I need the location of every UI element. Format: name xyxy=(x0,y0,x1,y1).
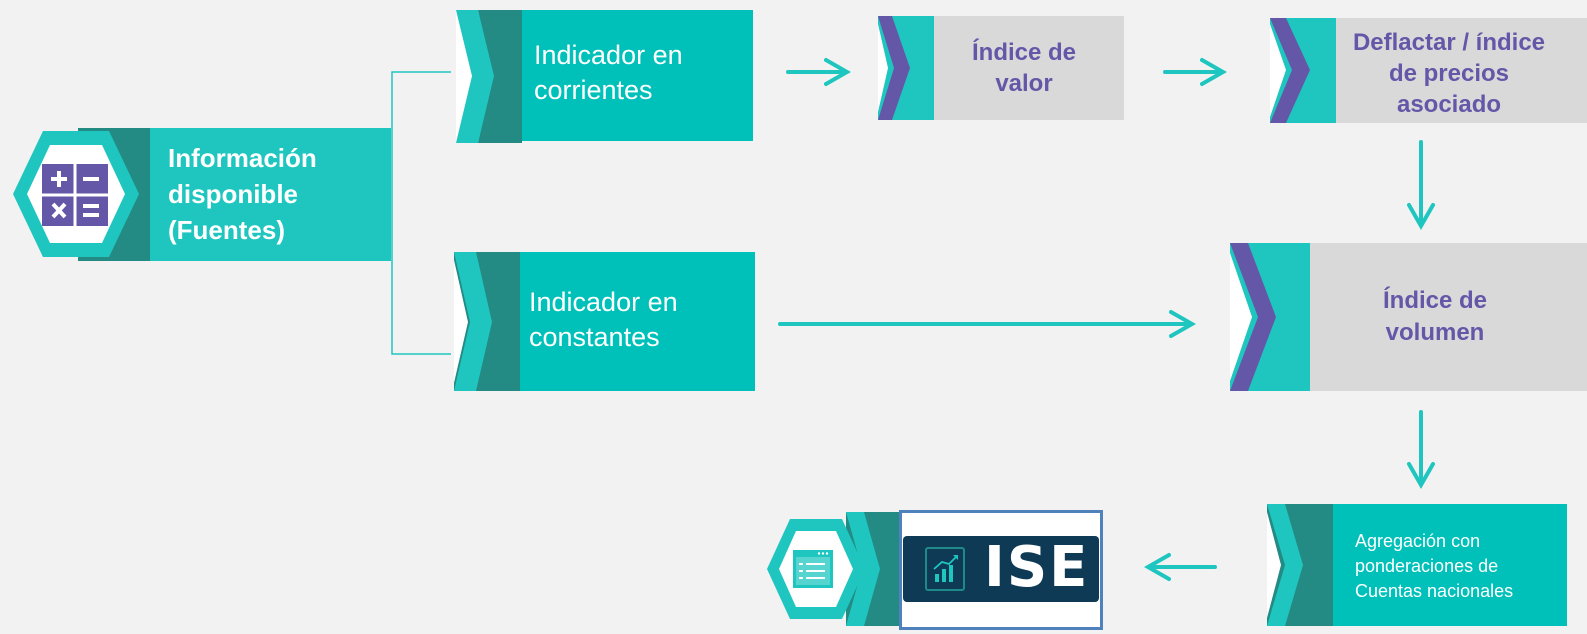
valor-line1: Índice de xyxy=(971,39,1077,66)
informacion-line2: disponible xyxy=(168,179,298,209)
arrow-deflactar-to-volumen xyxy=(1407,140,1435,231)
arrow-constantes-to-volumen xyxy=(778,310,1197,338)
volumen-line2: volumen xyxy=(1385,319,1485,346)
deflactar-chevron xyxy=(1270,18,1336,123)
chart-icon xyxy=(925,547,965,591)
informacion-label: Información disponible (Fuentes) xyxy=(168,140,317,248)
volumen-line1: Índice de xyxy=(1382,287,1488,314)
valor-chevron xyxy=(878,16,934,120)
corrientes-chevron xyxy=(456,10,522,143)
volumen-chevron xyxy=(1230,243,1310,391)
agregacion-line2: ponderaciones de xyxy=(1355,556,1499,576)
agregacion-line1: Agregación con xyxy=(1355,531,1481,551)
volumen-label: Índice de volumen xyxy=(1330,285,1540,349)
agregacion-line3: Cuentas nacionales xyxy=(1355,581,1514,601)
deflactar-line1: Deflactar / índice xyxy=(1352,29,1546,56)
corrientes-line1: Indicador en xyxy=(534,40,683,70)
bracket-connector xyxy=(391,71,451,355)
deflactar-line2: de precios xyxy=(1388,60,1510,87)
valor-label: Índice de valor xyxy=(934,37,1114,99)
arrow-agregacion-to-ise xyxy=(1143,553,1217,581)
agregacion-label: Agregación con ponderaciones de Cuentas … xyxy=(1355,529,1513,604)
constantes-label: Indicador en constantes xyxy=(529,285,678,355)
ise-logo-text: ISE xyxy=(984,535,1090,600)
arrow-volumen-to-agregacion xyxy=(1407,410,1435,490)
agregacion-chevron xyxy=(1267,504,1333,626)
informacion-line1: Información xyxy=(168,143,317,173)
corrientes-line2: corrientes xyxy=(534,75,653,105)
valor-line2: valor xyxy=(995,70,1053,97)
constantes-line2: constantes xyxy=(529,322,660,352)
deflactar-line3: asociado xyxy=(1396,91,1502,118)
corrientes-label: Indicador en corrientes xyxy=(534,38,683,108)
report-icon xyxy=(793,550,833,588)
arrow-corrientes-to-valor xyxy=(786,58,852,86)
deflactar-label: Deflactar / índice de precios asociado xyxy=(1335,27,1563,120)
informacion-line3: (Fuentes) xyxy=(168,215,285,245)
arrow-valor-to-deflactar xyxy=(1163,58,1228,86)
constantes-chevron xyxy=(454,252,520,391)
constantes-line1: Indicador en xyxy=(529,287,678,317)
calculator-icon xyxy=(42,164,108,226)
